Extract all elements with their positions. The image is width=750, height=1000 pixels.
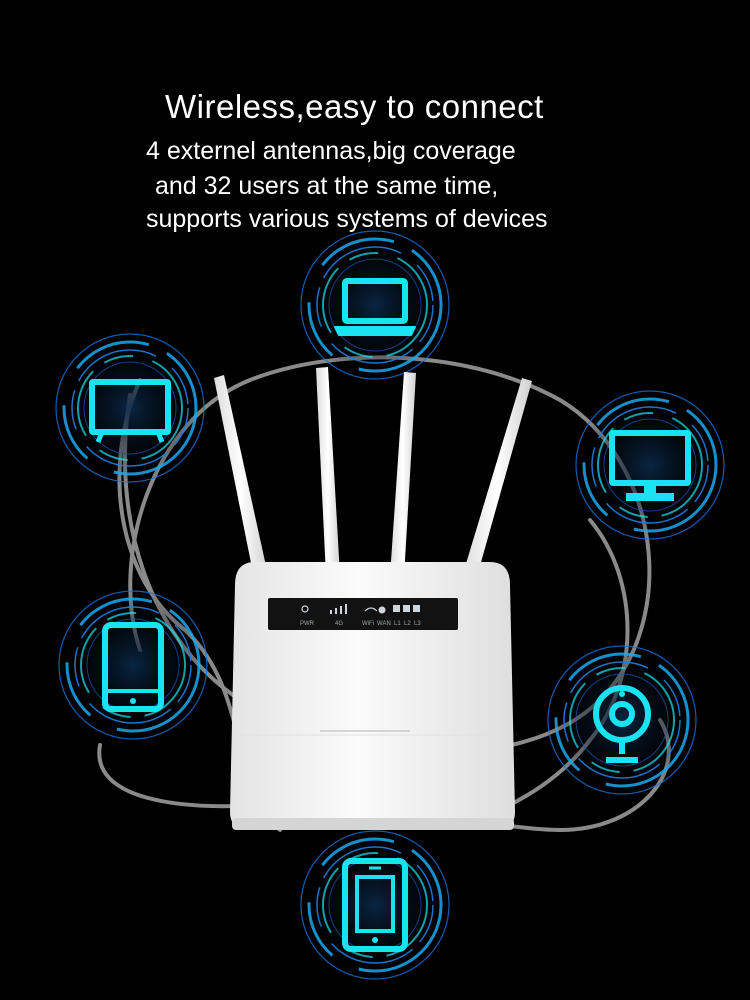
device-tablet (297, 827, 453, 983)
device-phone (55, 587, 211, 743)
headline-title: Wireless,easy to connect (165, 88, 544, 125)
monitor-icon (609, 430, 691, 501)
headline-line-1: 4 externel antennas,big coverage (146, 137, 516, 165)
device-webcam (544, 642, 700, 798)
device-tv (52, 330, 208, 486)
headline-line-2: and 32 users at the same time, (155, 172, 499, 200)
phone-icon (102, 622, 164, 712)
router-base (232, 818, 514, 830)
led-label-l3: L3 (414, 621, 421, 627)
led-label-wifi: WiFi (362, 621, 374, 627)
headline-line-3: supports various systems of devices (146, 205, 548, 233)
antenna-4 (462, 378, 532, 580)
led-label-l1: L1 (394, 621, 401, 627)
device-laptop (297, 227, 453, 383)
device-monitor (572, 387, 728, 543)
antenna-2 (316, 367, 340, 576)
antenna-3 (390, 372, 416, 577)
led-labels: PWR 4G WiFi WAN L1 L2 L3 (300, 621, 421, 627)
led-icons (301, 604, 420, 614)
led-panel (268, 598, 458, 630)
tv-icon (89, 379, 171, 443)
led-label-l2: L2 (404, 621, 411, 627)
webcam-icon (593, 685, 651, 763)
tablet-icon (342, 858, 408, 952)
led-label-wan: WAN (377, 621, 391, 627)
laptop-icon (334, 278, 416, 336)
router: PWR 4G WiFi WAN L1 L2 L3 (214, 367, 532, 830)
led-label-4g: 4G (335, 621, 343, 627)
led-label-pwr: PWR (300, 621, 315, 627)
antenna-1 (214, 375, 268, 578)
headline: Wireless,easy to connect 4 externel ante… (0, 0, 750, 250)
